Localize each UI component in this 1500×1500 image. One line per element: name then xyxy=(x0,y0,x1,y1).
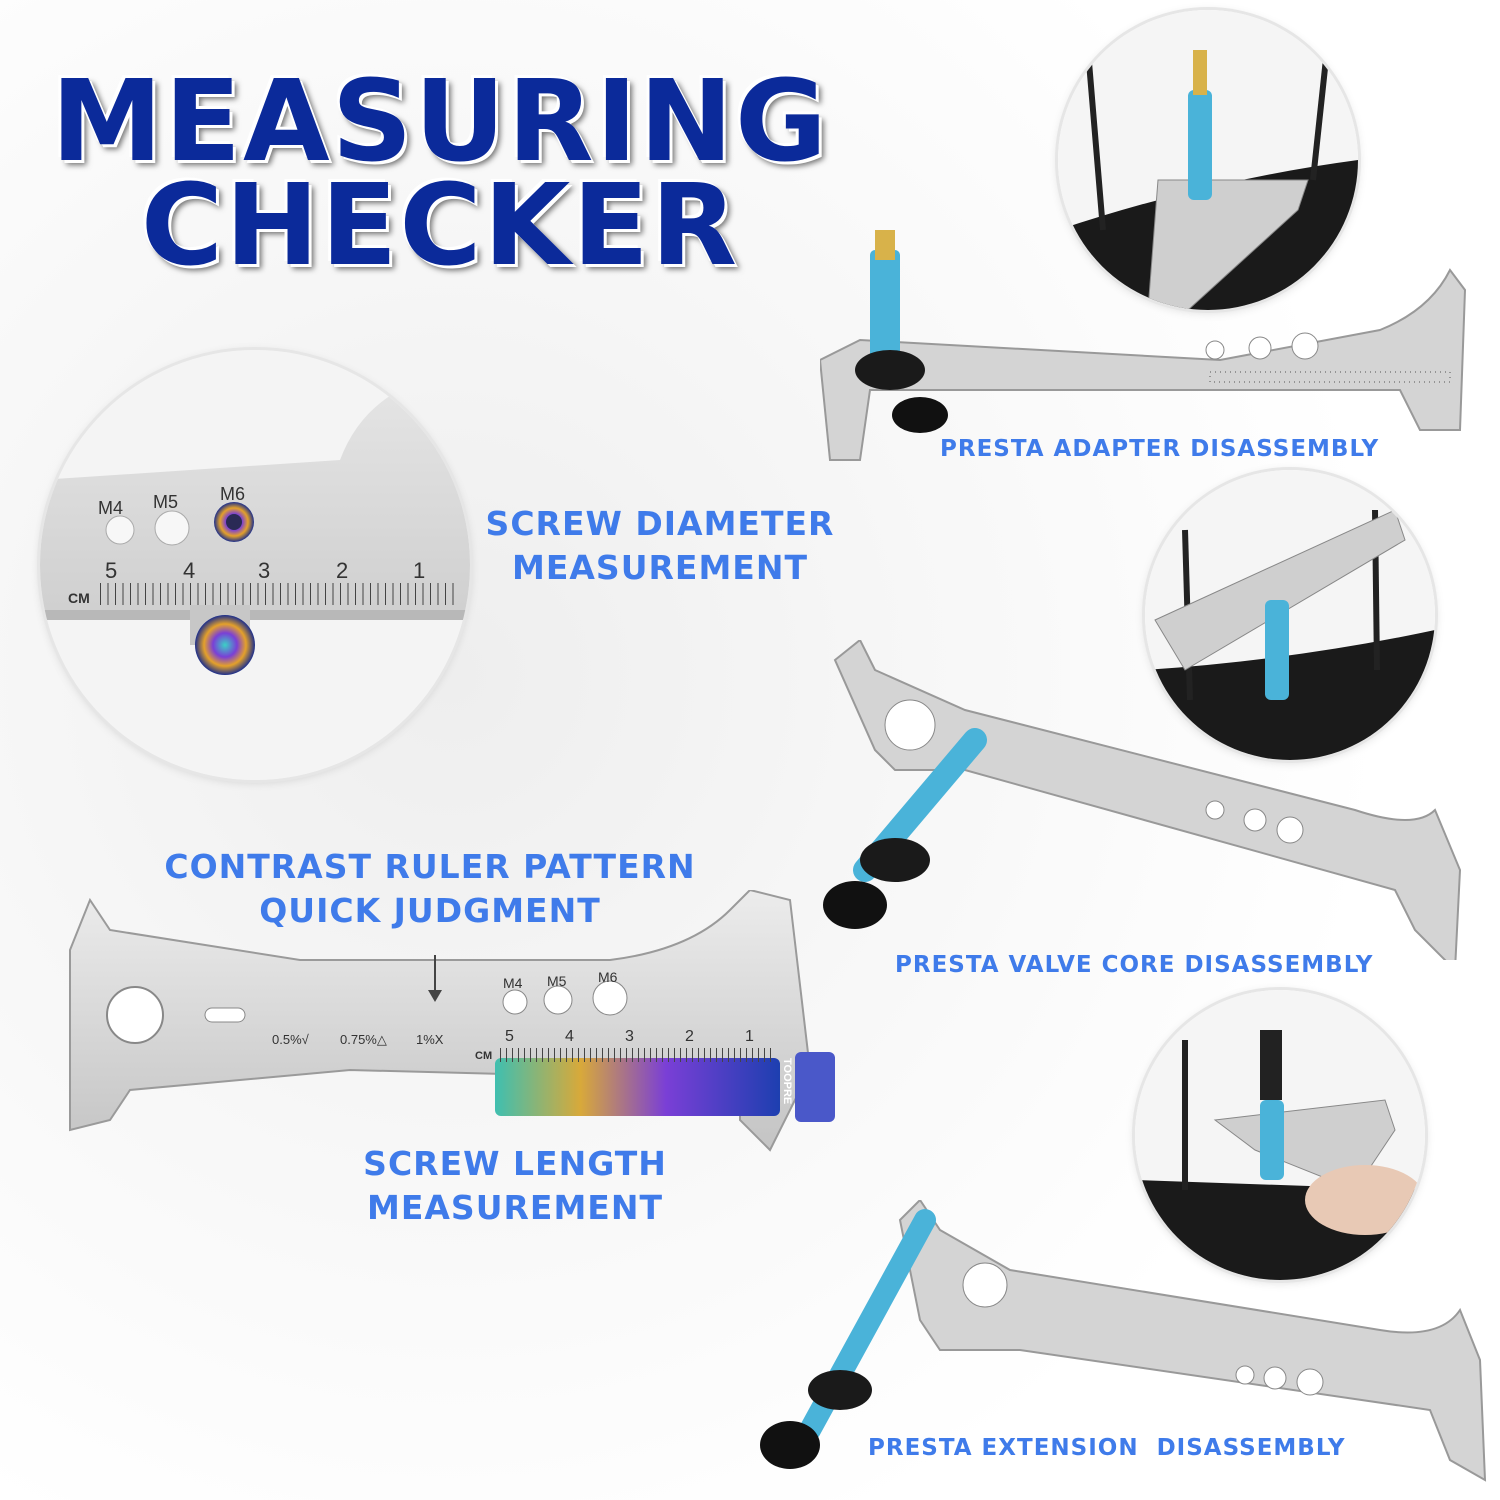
caption-screw-diameter-line2: MEASUREMENT xyxy=(512,548,808,587)
caption-contrast-ruler: CONTRAST RULER PATTERN QUICK JUDGMENT xyxy=(120,845,740,933)
presta-extension-inset-photo xyxy=(1135,990,1425,1280)
scale-3: 3 xyxy=(625,1028,634,1045)
title-line-2: CHECKER xyxy=(140,161,740,291)
wear-mark-075: 0.75%△ xyxy=(340,1032,387,1047)
caption-screw-diameter: SCREW DIAMETER MEASUREMENT xyxy=(470,502,850,590)
hole-label-m6: M6 xyxy=(598,969,618,985)
presta-adapter-photo xyxy=(820,230,1470,480)
scale-4: 4 xyxy=(183,558,196,583)
caption-screw-diameter-line1: SCREW DIAMETER xyxy=(485,504,835,543)
page-title: MEASURING CHECKER xyxy=(40,57,840,291)
scale-5: 5 xyxy=(505,1028,514,1045)
title-line-1: MEASURING xyxy=(51,57,829,187)
presta-adapter-inset-photo xyxy=(1058,10,1358,310)
checker-tool-with-screw: M4 M5 M6 0.5%√ 0.75%△ 1%X CM 5 4 3 2 1 T… xyxy=(50,890,850,1170)
caption-presta-extension: PRESTA EXTENSION DISASSEMBLY xyxy=(868,1435,1346,1461)
caption-presta-adapter: PRESTA ADAPTER DISASSEMBLY xyxy=(940,436,1380,462)
scale-2: 2 xyxy=(336,558,349,583)
hole-label-m6: M6 xyxy=(220,484,246,504)
screw-brand-label: TOOPRE xyxy=(781,1058,793,1105)
ruler-unit-cm: CM xyxy=(475,1050,493,1062)
screw-diameter-zoom-photo: M4 M5 M6 CM 5 4 3 2 1 xyxy=(40,350,470,780)
caption-screw-length-line1: SCREW LENGTH xyxy=(363,1144,667,1183)
caption-contrast-ruler-line2: QUICK JUDGMENT xyxy=(259,891,601,930)
presta-extension-photo xyxy=(760,1200,1495,1490)
ruler-ticks xyxy=(500,1048,775,1062)
scale-1: 1 xyxy=(413,558,426,583)
scale-4: 4 xyxy=(565,1028,574,1045)
ruler-unit-cm: CM xyxy=(68,590,90,606)
caption-contrast-ruler-line1: CONTRAST RULER PATTERN xyxy=(164,847,696,886)
wear-mark-05: 0.5%√ xyxy=(272,1032,309,1047)
wear-mark-1: 1%X xyxy=(416,1032,444,1047)
ruler-ticks xyxy=(100,583,460,605)
scale-3: 3 xyxy=(258,558,271,583)
caption-presta-valve-core: PRESTA VALVE CORE DISASSEMBLY xyxy=(895,952,1374,978)
scale-5: 5 xyxy=(105,558,118,583)
hole-label-m4: M4 xyxy=(503,975,523,991)
hole-label-m5: M5 xyxy=(153,492,179,512)
scale-2: 2 xyxy=(685,1028,694,1045)
caption-screw-length: SCREW LENGTH MEASUREMENT xyxy=(330,1142,700,1230)
scale-1: 1 xyxy=(745,1028,754,1045)
hole-label-m5: M5 xyxy=(547,973,567,989)
caption-screw-length-line2: MEASUREMENT xyxy=(367,1188,663,1227)
hole-label-m4: M4 xyxy=(98,498,124,518)
presta-valve-core-inset-photo xyxy=(1145,470,1435,760)
presta-valve-core-photo xyxy=(815,640,1470,960)
